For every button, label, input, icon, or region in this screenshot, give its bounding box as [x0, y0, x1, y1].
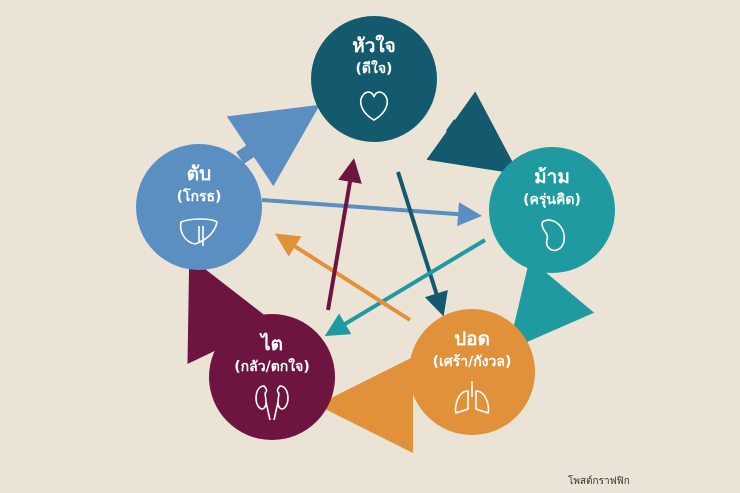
- arrow-liver-to-spleen: [261, 198, 482, 227]
- emotion-label: (ดีใจ): [355, 61, 393, 77]
- arrow-spleen-to-lungs: [508, 258, 595, 351]
- organ-label: ไต: [261, 333, 283, 355]
- organ-label: หัวใจ: [352, 35, 396, 57]
- liver-icon: [179, 218, 218, 246]
- node-liver: ตับ (โกรธ): [136, 144, 262, 270]
- node-heart: หัวใจ (ดีใจ): [311, 16, 437, 142]
- organ-label: ม้าม: [534, 166, 570, 188]
- emotion-label: (เศร้า/กังวล): [432, 354, 512, 370]
- lungs-icon: [454, 381, 490, 415]
- arrow-kidney-to-liver: [187, 256, 275, 365]
- organ-label: ปอด: [454, 328, 490, 350]
- node-lungs: ปอด (เศร้า/กังวล): [409, 309, 535, 435]
- watermark: โพสต์กราฟฟิก: [568, 476, 630, 487]
- arrow-heart-to-lungs: [396, 171, 448, 317]
- arrow-lungs-to-liver: [274, 233, 412, 322]
- emotion-label: (กลัว/ตกใจ): [234, 359, 310, 375]
- emotion-label: (ครุ่นคิด): [523, 192, 581, 208]
- heart-icon: [360, 91, 388, 121]
- emotion-label: (โกรธ): [176, 189, 222, 205]
- node-kidney: ไต (กลัว/ตกใจ): [209, 314, 335, 440]
- organ-label: ตับ: [186, 163, 212, 185]
- spleen-icon: [541, 219, 565, 252]
- arrow-heart-to-spleen: [426, 91, 520, 175]
- arrow-liver-to-heart: [226, 104, 320, 187]
- arrow-spleen-to-kidney: [324, 238, 487, 337]
- node-spleen: ม้าม (ครุ่นคิด): [489, 147, 615, 273]
- arrow-kidney-to-heart: [326, 158, 362, 311]
- kidney-icon: [255, 385, 289, 421]
